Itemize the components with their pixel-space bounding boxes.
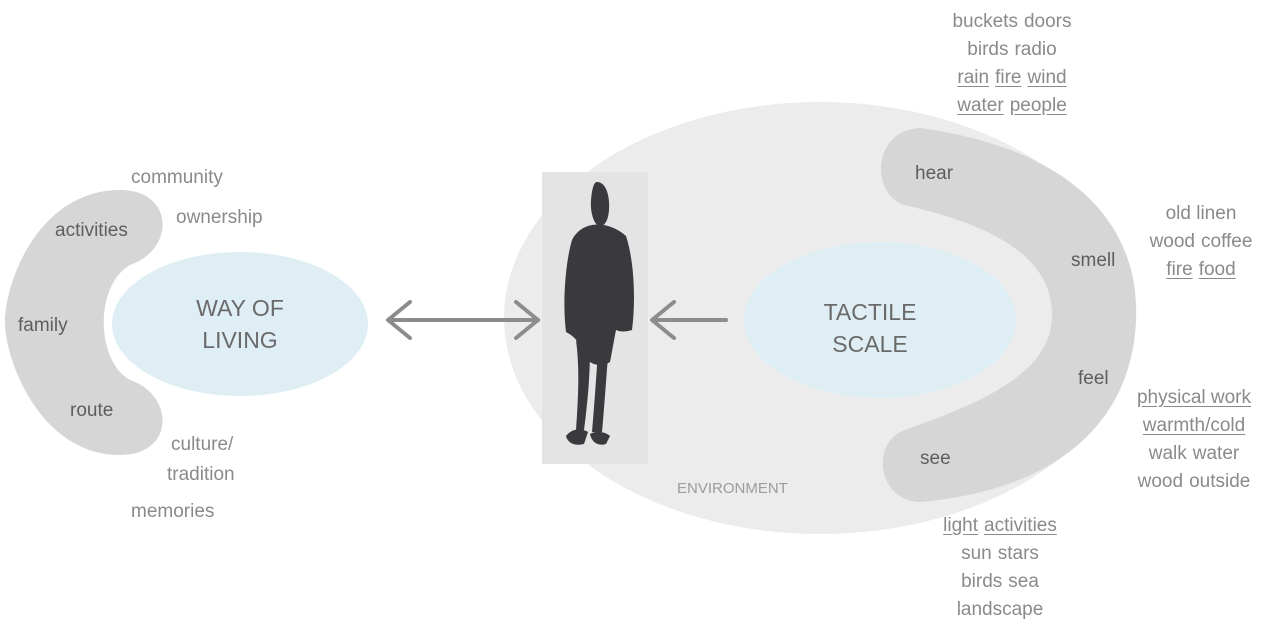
word-doors: doors [1023,11,1072,32]
see-words-row: light activities [900,512,1100,540]
tactile-scale-ellipse [744,242,1016,398]
word-landscape: landscape [956,599,1044,620]
label-environment: ENVIRONMENT [677,480,788,497]
word-radio: radio [1014,39,1057,60]
word-old-linen: old linen [1165,203,1237,224]
word-birds: birds [967,39,1009,60]
word-stars: stars [997,543,1039,564]
label-community: community [131,167,223,188]
word-wood: wood [1149,231,1195,252]
word-outside: outside [1189,471,1251,492]
label-culture: culture/ [171,434,234,455]
word-food: food [1198,259,1236,280]
word-fire: fire [995,67,1022,88]
word-sea: sea [1008,571,1039,592]
label-route: route [70,400,114,421]
label-hear: hear [915,163,954,184]
word-warmth-cold: warmth/cold [1142,415,1246,436]
word-activities: activities [984,515,1057,536]
word-sun: sun [961,543,992,564]
label-activities: activities [55,220,128,241]
tactile-scale-line-1: TACTILE [823,299,917,325]
word-walk: walk [1148,443,1187,464]
word-wood: wood [1137,471,1184,492]
word-buckets: buckets [952,11,1018,32]
word-coffee: coffee [1201,231,1253,252]
way-of-living-line-1: WAY OF [196,295,284,321]
person-figure [564,182,634,445]
word-people: people [1009,95,1067,116]
label-memories: memories [131,501,215,522]
feel-words-row: warmth/cold [1094,412,1282,440]
word-light: light [943,515,978,536]
label-family: family [18,315,68,336]
see-words-row: landscape [900,596,1100,624]
tactile-scale-title: TACTILE SCALE [800,296,940,360]
way-of-living-ellipse [112,252,368,396]
word-water: water [1192,443,1240,464]
word-water: water [957,95,1004,116]
way-of-living-arc [5,190,163,455]
tactile-scale-line-2: SCALE [832,331,908,357]
word-birds: birds [961,571,1003,592]
label-tradition: tradition [167,464,235,485]
word-physical-work: physical work [1136,387,1252,408]
label-ownership: ownership [176,207,263,228]
senses-arc [881,128,1137,502]
way-of-living-line-2: LIVING [202,327,278,353]
double-arrow [386,300,540,340]
label-feel: feel [1078,368,1109,389]
way-of-living-title: WAY OF LIVING [170,292,310,356]
label-smell: smell [1071,250,1116,271]
label-see: see [920,448,951,469]
smell-words-row: old linen [1101,200,1282,228]
single-arrow [650,300,728,340]
word-fire: fire [1166,259,1193,280]
word-rain: rain [957,67,990,88]
smell-words-row: wood coffee [1101,228,1282,256]
feel-words-row: physical work [1094,384,1282,412]
word-wind: wind [1027,67,1067,88]
